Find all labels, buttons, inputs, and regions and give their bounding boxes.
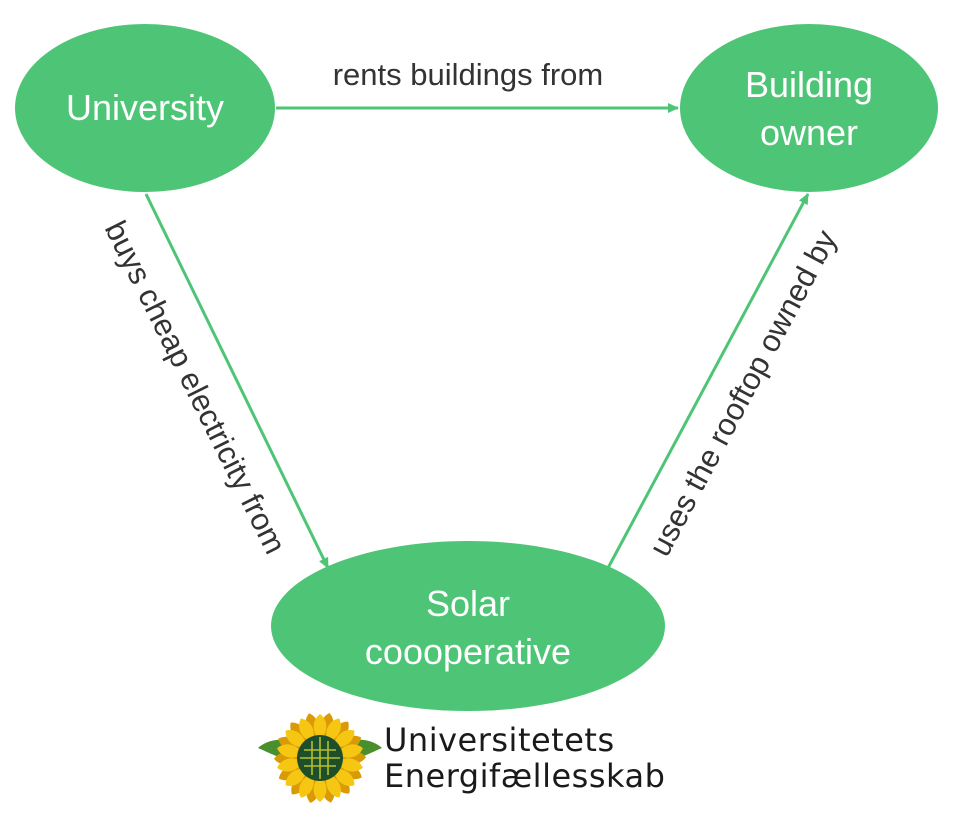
edge-buys-arrow (144, 193, 330, 569)
petal (299, 774, 314, 798)
petal-back (332, 773, 350, 794)
solar-panel-grid (300, 737, 340, 779)
sunflower-solar-icon (258, 713, 382, 803)
node-university-label: University (66, 87, 224, 128)
node-solar-cooperative-label-line1: Solar (426, 583, 510, 624)
logo-text-line1: Universitetets (384, 721, 615, 759)
node-building-owner-label-line1: Building (745, 64, 873, 105)
node-solar-cooperative-label-line2: coooperative (365, 631, 571, 672)
edge-buys-label: buys cheap electricity from (98, 215, 293, 559)
edge-buys: buys cheap electricity from (98, 193, 330, 569)
edge-uses-label: uses the rooftop owned by (642, 224, 844, 562)
node-building-owner-shape (680, 24, 938, 192)
petal (277, 758, 303, 772)
node-university: University (15, 24, 275, 192)
edge-rents: rents buildings from (276, 57, 679, 113)
petal (299, 718, 314, 742)
petal (285, 730, 306, 748)
edge-rents-label: rents buildings from (333, 57, 604, 92)
edge-uses-arrow (606, 193, 810, 569)
logo: Universitetets Energifællesskab (258, 713, 665, 803)
petal (313, 714, 327, 740)
node-university-shape (15, 24, 275, 192)
node-solar-cooperative-shape (271, 541, 665, 711)
edge-uses: uses the rooftop owned by (606, 193, 844, 569)
logo-text-line2: Energifællesskab (384, 757, 665, 795)
petal (326, 718, 341, 742)
node-building-owner-label-line2: owner (760, 112, 858, 153)
petal (337, 744, 363, 758)
petals (274, 713, 366, 803)
petal (337, 758, 363, 772)
petal (277, 744, 303, 758)
petal (313, 776, 327, 802)
petal (334, 730, 355, 748)
node-building-owner: Building owner (680, 24, 938, 192)
petal (334, 768, 355, 786)
petal-back (290, 722, 308, 743)
petal (285, 768, 306, 786)
node-solar-cooperative: Solar coooperative (271, 541, 665, 711)
petal (326, 774, 341, 798)
